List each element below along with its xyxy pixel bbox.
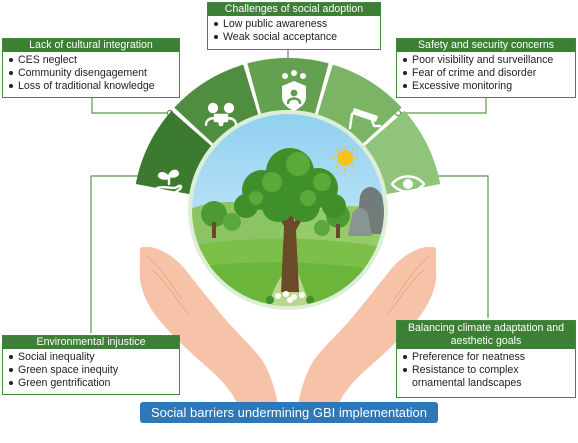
box-social-adoption: Challenges of social adoption Low public… bbox=[207, 2, 381, 50]
list-item: Green space inequity bbox=[9, 364, 174, 377]
figure-caption-banner: Social barriers undermining GBI implemen… bbox=[140, 402, 438, 423]
box-climate-aesthetic: Balancing climate adaptation and aesthet… bbox=[396, 320, 576, 398]
list-item: Community disengagement bbox=[9, 67, 174, 80]
connector-environmental bbox=[90, 175, 156, 333]
list-item: Preference for neatness bbox=[403, 351, 570, 364]
shield-person-icon bbox=[282, 70, 306, 111]
box-list: Low public awareness Weak social accepta… bbox=[208, 16, 380, 46]
box-title: Environmental injustice bbox=[3, 336, 179, 349]
cctv-camera-icon bbox=[348, 108, 382, 130]
list-item: Weak social acceptance bbox=[214, 31, 375, 44]
box-cultural-integration: Lack of cultural integration CES neglect… bbox=[2, 38, 180, 98]
arc-segment-sprout-hand bbox=[135, 110, 213, 195]
box-title: Challenges of social adoption bbox=[208, 3, 380, 16]
box-list: Social inequality Green space inequity G… bbox=[3, 349, 179, 392]
left-hand-illustration bbox=[139, 246, 278, 405]
box-title: Lack of cultural integration bbox=[3, 39, 179, 52]
list-item: Low public awareness bbox=[214, 18, 375, 31]
arc-segment-eye bbox=[363, 110, 441, 195]
box-list: Poor visibility and surveillance Fear of… bbox=[397, 52, 575, 95]
list-item: Green gentrification bbox=[9, 377, 174, 390]
list-item: Social inequality bbox=[9, 351, 174, 364]
sprout-hand-icon bbox=[155, 169, 183, 196]
landscape-scene bbox=[188, 110, 388, 310]
connector-cultural bbox=[91, 98, 170, 114]
list-item: Excessive monitoring bbox=[403, 80, 570, 93]
connector-safety bbox=[398, 98, 487, 114]
list-item: Fear of crime and disorder bbox=[403, 67, 570, 80]
eye-icon bbox=[390, 175, 426, 193]
right-hand-illustration bbox=[298, 246, 437, 405]
connector-climate bbox=[420, 175, 489, 318]
sun-icon bbox=[332, 145, 358, 171]
list-item: Resistance to complex ornamental landsca… bbox=[403, 364, 570, 390]
box-list: Preference for neatness Resistance to co… bbox=[397, 349, 575, 392]
people-puzzle-icon bbox=[204, 102, 238, 127]
list-item: Loss of traditional knowledge bbox=[9, 80, 174, 93]
box-title: Balancing climate adaptation and aesthet… bbox=[397, 321, 575, 349]
box-list: CES neglect Community disengagement Loss… bbox=[3, 52, 179, 95]
list-item: Poor visibility and surveillance bbox=[403, 54, 570, 67]
box-safety-security: Safety and security concerns Poor visibi… bbox=[396, 38, 576, 98]
box-environmental-injustice: Environmental injustice Social inequalit… bbox=[2, 335, 180, 395]
box-title: Safety and security concerns bbox=[397, 39, 575, 52]
list-item: CES neglect bbox=[9, 54, 174, 67]
